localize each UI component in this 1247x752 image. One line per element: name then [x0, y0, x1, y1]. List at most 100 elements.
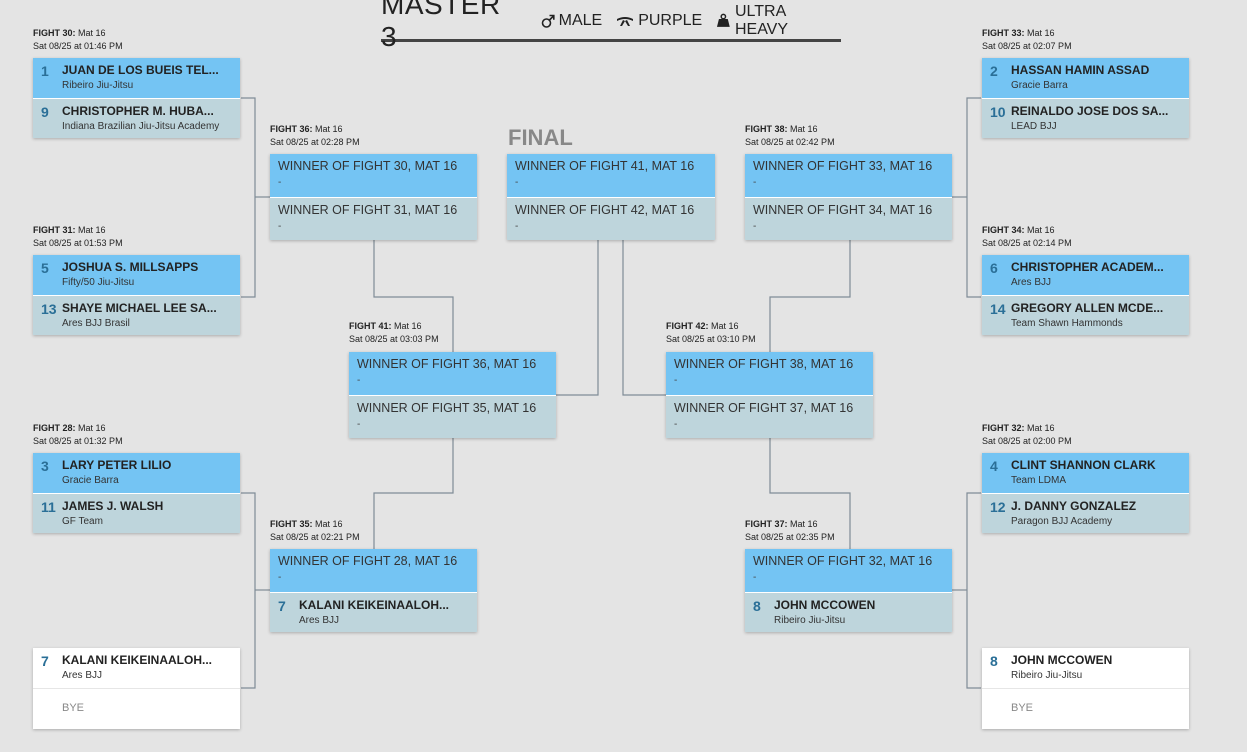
- bracket-title: MASTER 3: [381, 0, 501, 52]
- winner-slot[interactable]: WINNER OF FIGHT 30, MAT 16 -: [270, 154, 477, 197]
- winner-slot[interactable]: WINNER OF FIGHT 34, MAT 16-: [745, 197, 952, 240]
- connector-f35-f41: [373, 438, 454, 550]
- seed-number: 13: [41, 301, 57, 317]
- competitor-name: JUAN DE LOS BUEIS TEL...: [62, 63, 219, 77]
- winner-placeholder: WINNER OF FIGHT 34, MAT 16: [753, 203, 933, 217]
- winner-team: -: [674, 419, 678, 430]
- winner-placeholder: WINNER OF FIGHT 41, MAT 16: [515, 159, 695, 173]
- male-symbol-icon: [541, 14, 555, 28]
- competitor-team: Ribeiro Jiu-Jitsu: [774, 615, 846, 626]
- connector-f41-final: [556, 240, 599, 396]
- seed-number: 7: [278, 598, 286, 614]
- competitor-team: Ares BJJ: [62, 670, 103, 681]
- competitor-name: CHRISTOPHER ACADEM...: [1011, 260, 1164, 274]
- competitor-team: Gracie Barra: [1011, 80, 1068, 91]
- competitor-team: Ares BJJ: [299, 615, 340, 626]
- seed-number: 8: [990, 653, 998, 669]
- winner-slot[interactable]: WINNER OF FIGHT 28, MAT 16 -: [270, 549, 477, 592]
- fight-card-final[interactable]: WINNER OF FIGHT 41, MAT 16- WINNER OF FI…: [507, 154, 715, 240]
- winner-slot[interactable]: WINNER OF FIGHT 42, MAT 16-: [507, 197, 715, 240]
- fight-card-38[interactable]: WINNER OF FIGHT 33, MAT 16- WINNER OF FI…: [745, 154, 952, 240]
- competitor-team: Fifty/50 Jiu-Jitsu: [62, 277, 135, 288]
- competitor-team: Gracie Barra: [62, 475, 119, 486]
- winner-placeholder: WINNER OF FIGHT 28, MAT 16: [278, 554, 458, 568]
- weight-icon: [717, 13, 730, 27]
- competitor-name: JOHN MCCOWEN: [1011, 653, 1113, 667]
- winner-slot[interactable]: WINNER OF FIGHT 33, MAT 16-: [745, 154, 952, 197]
- seed-number: 3: [41, 458, 49, 474]
- winner-slot[interactable]: WINNER OF FIGHT 36, MAT 16-: [349, 352, 556, 395]
- winner-slot[interactable]: WINNER OF FIGHT 31, MAT 16-: [270, 197, 477, 240]
- seed-number: 14: [990, 301, 1006, 317]
- seed-number: 10: [990, 104, 1006, 120]
- winner-slot[interactable]: WINNER OF FIGHT 35, MAT 16-: [349, 395, 556, 438]
- winner-team: -: [278, 177, 282, 188]
- fight-card-41[interactable]: WINNER OF FIGHT 36, MAT 16- WINNER OF FI…: [349, 352, 556, 438]
- belt-label: PURPLE: [638, 11, 703, 29]
- competitor-team: Paragon BJJ Academy: [1011, 516, 1113, 527]
- competitor-slot[interactable]: 14 GREGORY ALLEN MCDE... Team Shawn Hammon…: [982, 295, 1189, 335]
- fight-card-42[interactable]: WINNER OF FIGHT 38, MAT 16- WINNER OF FI…: [666, 352, 873, 438]
- gender-label: MALE: [558, 11, 603, 29]
- bye-label: BYE: [1011, 702, 1034, 714]
- fight-card-35[interactable]: WINNER OF FIGHT 28, MAT 16 - 7 KALANI KEIK…: [270, 549, 477, 632]
- connector-f37-f42: [769, 438, 851, 550]
- winner-slot[interactable]: WINNER OF FIGHT 38, MAT 16-: [666, 352, 873, 395]
- winner-slot[interactable]: WINNER OF FIGHT 41, MAT 16-: [507, 154, 715, 197]
- winner-placeholder: WINNER OF FIGHT 32, MAT 16: [753, 554, 933, 568]
- bye-label: BYE: [62, 702, 85, 714]
- winner-slot[interactable]: WINNER OF FIGHT 37, MAT 16-: [666, 395, 873, 438]
- fight-card-36[interactable]: WINNER OF FIGHT 30, MAT 16 - WINNER OF FI…: [270, 154, 477, 240]
- connector-f38-f42: [769, 240, 851, 353]
- winner-team: -: [674, 375, 678, 386]
- gender-filter: MALE: [541, 11, 603, 30]
- competitor-name: CLINT SHANNON CLARK: [1011, 458, 1156, 472]
- competitor-team: Team Shawn Hammonds: [1011, 318, 1123, 329]
- seed-number: 2: [990, 63, 998, 79]
- competitor-name: JOSHUA S. MILLSAPPS: [62, 260, 199, 274]
- competitor-name: GREGORY ALLEN MCDE...: [1011, 301, 1164, 315]
- competitor-name: KALANI KEIKEINAALOH...: [299, 598, 449, 612]
- seed-number: 12: [990, 499, 1006, 515]
- winner-team: -: [357, 419, 361, 430]
- winner-team: -: [278, 572, 282, 583]
- competitor-team: Ares BJJ: [1011, 277, 1052, 288]
- belt-filter: PURPLE: [616, 12, 702, 30]
- winner-placeholder: WINNER OF FIGHT 30, MAT 16: [278, 159, 458, 173]
- winner-slot[interactable]: WINNER OF FIGHT 32, MAT 16-: [745, 549, 952, 592]
- competitor-name: JOHN MCCOWEN: [774, 598, 876, 612]
- seed-number: 7: [41, 653, 49, 669]
- competitor-slot[interactable]: 7 KALANI KEIKEINAALOH... Ares BJJ: [270, 592, 477, 632]
